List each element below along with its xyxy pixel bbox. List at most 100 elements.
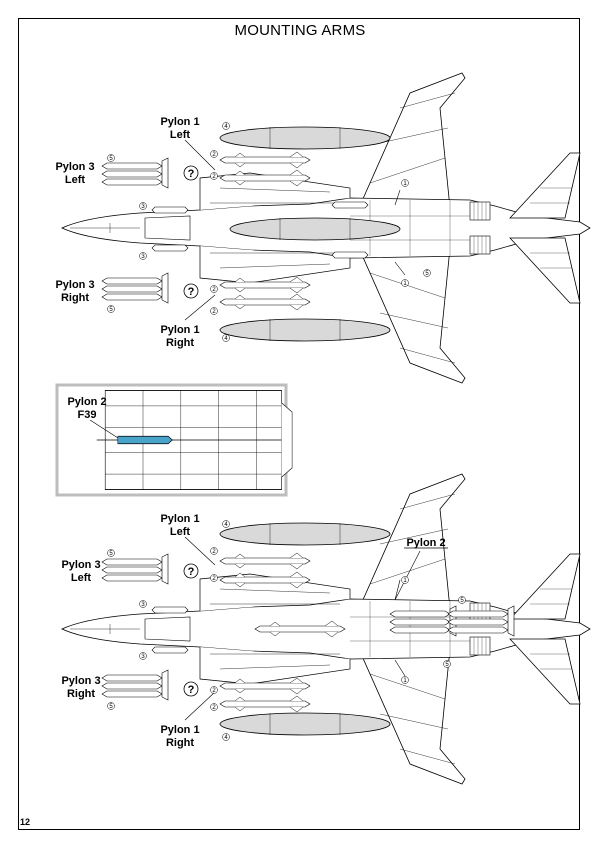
svg-text:?: ? <box>188 684 195 696</box>
lower-pylon1-right-label-2: Right <box>166 737 194 749</box>
inset-pylon2-label-1: Pylon 2 <box>67 396 106 408</box>
page-number: 12 <box>20 817 31 827</box>
page-frame <box>18 18 580 830</box>
lower-bombs-left <box>101 553 169 585</box>
svg-text:?: ? <box>188 566 195 578</box>
lower-callout-1a: 1 <box>401 576 409 584</box>
upper-pylon-b <box>151 244 189 252</box>
upper-tank-right <box>219 318 391 342</box>
inset-box <box>55 383 293 497</box>
lower-callout-2d: 2 <box>210 703 218 711</box>
upper-question-left: ? <box>183 165 199 181</box>
svg-text:?: ? <box>188 286 195 298</box>
lower-question-left: ? <box>183 563 199 579</box>
svg-text:2: 2 <box>212 576 216 582</box>
svg-text:4: 4 <box>224 336 228 342</box>
lower-pylon3-left-label-2: Left <box>71 572 92 584</box>
svg-text:5: 5 <box>109 704 113 710</box>
upper-bombs-left <box>101 157 169 189</box>
lower-pylon1-left-label-1: Pylon 1 <box>160 513 199 525</box>
svg-text:2: 2 <box>212 549 216 555</box>
svg-text:1: 1 <box>403 678 407 684</box>
upper-pylon3-left-label-2: Left <box>65 174 86 186</box>
lower-callout-5a: 5 <box>107 549 115 557</box>
svg-text:5: 5 <box>109 551 113 557</box>
upper-callout-4b: 4 <box>222 334 230 342</box>
lower-pylon1-left-label-2: Left <box>170 526 191 538</box>
upper-bombs-right <box>101 272 169 304</box>
lower-pylon3-left-label-1: Pylon 3 <box>61 559 100 571</box>
upper-callout-3b: 3 <box>139 252 147 260</box>
svg-text:3: 3 <box>141 204 145 210</box>
upper-pylon-a <box>151 206 189 214</box>
svg-text:1: 1 <box>403 281 407 287</box>
lower-pylon-a <box>151 606 189 614</box>
lower-callout-5d: 5 <box>443 660 451 668</box>
svg-text:2: 2 <box>212 309 216 315</box>
svg-text:1: 1 <box>403 181 407 187</box>
svg-text:4: 4 <box>224 522 228 528</box>
upper-pylon1-right-label-1: Pylon 1 <box>160 324 199 336</box>
lower-pylon3-right-label-1: Pylon 3 <box>61 675 100 687</box>
page-title: MOUNTING ARMS <box>234 22 366 39</box>
upper-callout-5a: 5 <box>107 154 115 162</box>
svg-text:4: 4 <box>224 735 228 741</box>
upper-pylon3-right-label-2: Right <box>61 292 89 304</box>
svg-text:5: 5 <box>445 662 449 668</box>
svg-text:3: 3 <box>141 254 145 260</box>
svg-text:5: 5 <box>109 156 113 162</box>
svg-text:2: 2 <box>212 705 216 711</box>
upper-question-right: ? <box>183 283 199 299</box>
lower-pylon3-right-label-2: Right <box>67 688 95 700</box>
upper-tank-center <box>229 217 401 241</box>
upper-callout-4a: 4 <box>222 122 230 130</box>
upper-pylon1-left-label-2: Left <box>170 129 191 141</box>
svg-text:5: 5 <box>460 598 464 604</box>
lower-pylon2-label: Pylon 2 <box>406 537 445 549</box>
lower-callout-3b: 3 <box>139 652 147 660</box>
svg-text:3: 3 <box>141 654 145 660</box>
upper-callout-3a: 3 <box>139 202 147 210</box>
lower-tank-left <box>219 522 391 546</box>
svg-text:2: 2 <box>212 287 216 293</box>
lower-missile-left-1 <box>219 552 311 570</box>
upper-missile-left-1 <box>219 151 311 169</box>
lower-callout-5c: 5 <box>458 596 466 604</box>
lower-callout-1b: 1 <box>401 676 409 684</box>
svg-text:5: 5 <box>109 307 113 313</box>
svg-text:2: 2 <box>212 174 216 180</box>
upper-callout-5b: 5 <box>107 305 115 313</box>
upper-callout-1a: 1 <box>401 179 409 187</box>
upper-callout-2d: 2 <box>210 307 218 315</box>
upper-callout-2b: 2 <box>210 172 218 180</box>
upper-tank-left <box>219 126 391 150</box>
lower-callout-2c: 2 <box>210 686 218 694</box>
upper-callout-5c: 5 <box>423 269 431 277</box>
lower-pylon-b <box>151 646 189 654</box>
svg-text:2: 2 <box>212 688 216 694</box>
upper-callout-2a: 2 <box>210 150 218 158</box>
svg-text:?: ? <box>188 168 195 180</box>
svg-text:5: 5 <box>425 271 429 277</box>
lower-question-right: ? <box>183 681 199 697</box>
svg-text:4: 4 <box>224 124 228 130</box>
upper-pylon-c <box>331 201 369 209</box>
lower-callout-2a: 2 <box>210 547 218 555</box>
lower-callout-3a: 3 <box>139 600 147 608</box>
upper-pylon1-left-label-1: Pylon 1 <box>160 116 199 128</box>
lower-callout-2b: 2 <box>210 574 218 582</box>
svg-text:2: 2 <box>212 152 216 158</box>
svg-text:1: 1 <box>403 578 407 584</box>
upper-pylon3-right-label-1: Pylon 3 <box>55 279 94 291</box>
svg-text:3: 3 <box>141 602 145 608</box>
lower-pylon1-right-label-1: Pylon 1 <box>160 724 199 736</box>
lower-missile-right-2 <box>219 695 311 713</box>
inset-pylon2-label-2: F39 <box>78 409 97 421</box>
lower-tank-right <box>219 712 391 736</box>
upper-callout-1b: 1 <box>401 279 409 287</box>
lower-callout-5b: 5 <box>107 702 115 710</box>
upper-missile-right-2 <box>219 293 311 311</box>
upper-pylon1-right-label-2: Right <box>166 337 194 349</box>
lower-callout-4b: 4 <box>222 733 230 741</box>
